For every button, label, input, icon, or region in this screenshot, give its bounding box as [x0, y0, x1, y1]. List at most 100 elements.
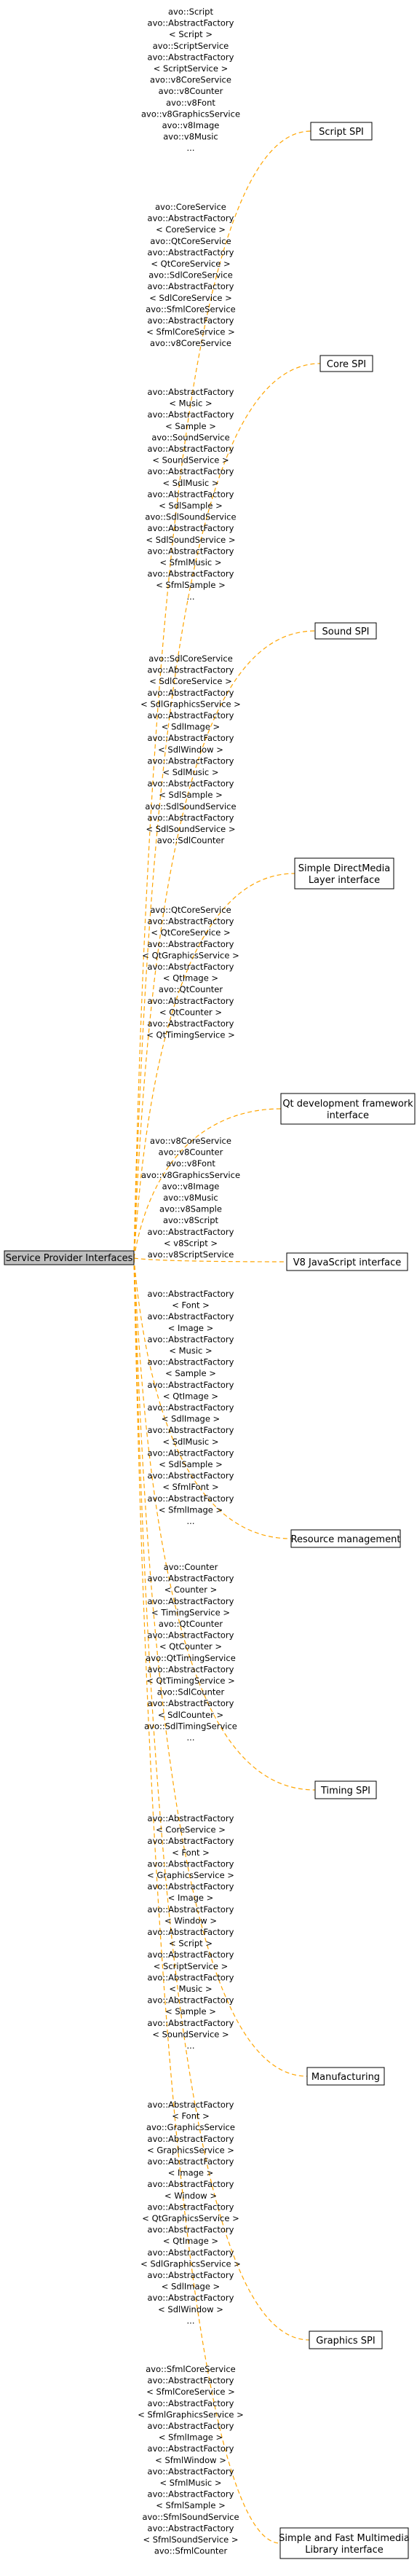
- edge-label-line: < QtCoreService >: [151, 259, 230, 269]
- edge-label-line: avo::AbstractFactory: [148, 409, 234, 420]
- edge-label-line: < SfmlSample >: [156, 580, 225, 590]
- node-label: Timing SPI: [320, 1786, 370, 1796]
- edge-label-line: < Image >: [168, 1323, 214, 1333]
- edge-label-line: < SdlImage >: [162, 1414, 220, 1424]
- edge-label-graphics-spi: avo::AbstractFactory< Font >avo::Graphic…: [140, 2100, 241, 2325]
- edge-label-line: avo::AbstractFactory: [148, 1289, 234, 1299]
- edge-label-line: < SdlCoreService >: [149, 293, 232, 303]
- node-resource-management[interactable]: Resource management: [290, 1529, 401, 1548]
- edge-label-line: avo::v8CoreService: [150, 338, 231, 348]
- edge-label-line: avo::AbstractFactory: [148, 1448, 234, 1458]
- edge-label-line: avo::AbstractFactory: [148, 2179, 234, 2189]
- edge-label-line: avo::v8Image: [162, 120, 220, 130]
- edge-label-line: avo::AbstractFactory: [148, 1574, 234, 1584]
- edge-label-line: avo::v8Music: [163, 132, 218, 142]
- edge-label-line: avo::AbstractFactory: [148, 1596, 234, 1606]
- edge-label-line: avo::AbstractFactory: [148, 281, 234, 291]
- node-label: Qt development framework: [282, 1099, 413, 1110]
- edge-label-line: avo::AbstractFactory: [148, 2421, 234, 2431]
- node-label: Simple and Fast Multimedia: [279, 2533, 410, 2544]
- edge-label-line: < QtCounter >: [159, 1007, 222, 1017]
- edge-label-line: < SdlSoundService >: [146, 824, 235, 834]
- edge-label-line: avo::SfmlSoundService: [142, 2512, 239, 2522]
- edge-label-line: avo::AbstractFactory: [148, 1904, 234, 1915]
- edge-label-line: avo::AbstractFactory: [148, 2247, 234, 2258]
- edge-label-line: < SdlCounter >: [158, 1710, 223, 1720]
- edge-label-line: avo::AbstractFactory: [148, 2134, 234, 2144]
- edge-label-line: avo::AbstractFactory: [148, 996, 234, 1006]
- edge-label-line: avo::CoreService: [155, 202, 226, 212]
- node-label: interface: [327, 1110, 369, 1121]
- edge-label-line: avo::SdlCoreService: [148, 270, 233, 280]
- edge-label-line: avo::AbstractFactory: [148, 569, 234, 579]
- edge-label-line: avo::AbstractFactory: [148, 1630, 234, 1641]
- edge-label-line: avo::SfmlCoreService: [146, 304, 236, 314]
- edge-label-line: < CoreService >: [156, 224, 226, 235]
- edge-label-line: avo::QtTimingService: [146, 1653, 236, 1663]
- edge-label-line: avo::AbstractFactory: [148, 962, 234, 972]
- edge-label-line: avo::AbstractFactory: [148, 2156, 234, 2167]
- node-core-spi[interactable]: Core SPI: [319, 355, 373, 372]
- edge-label-line: avo::QtCounter: [159, 984, 223, 994]
- edge-label-line: avo::AbstractFactory: [148, 315, 234, 326]
- edge-label-line: avo::SdlSoundService: [145, 801, 236, 812]
- edge-label-line: avo::AbstractFactory: [148, 1664, 234, 1674]
- edge-label-line: avo::AbstractFactory: [148, 546, 234, 556]
- edge-label-line: < SfmlImage >: [159, 2432, 223, 2443]
- edge-label-line: avo::AbstractFactory: [148, 52, 234, 62]
- node-label: Resource management: [291, 1534, 401, 1545]
- edge-label-line: avo::AbstractFactory: [148, 2293, 234, 2303]
- edge-label-line: ...: [187, 1516, 195, 1526]
- edge-label-line: < QtCounter >: [159, 1641, 222, 1652]
- edge-label-line: < Image >: [168, 1893, 214, 1903]
- edge-label-line: < SfmlMusic >: [159, 2478, 221, 2488]
- edge-label-line: < SdlMusic >: [162, 478, 218, 488]
- edge-label-line: < SdlMusic >: [162, 1437, 218, 1447]
- node-graphics-spi[interactable]: Graphics SPI: [309, 2330, 383, 2349]
- edge-label-line: avo::AbstractFactory: [148, 1927, 234, 1937]
- edge-label-line: avo::AbstractFactory: [148, 1698, 234, 1708]
- edge-root-to-manufacturing: [133, 1257, 308, 2077]
- edge-label-line: avo::AbstractFactory: [148, 1493, 234, 1504]
- edge-label-line: < SdlSoundService >: [146, 535, 235, 545]
- node-label: Library interface: [305, 2545, 384, 2556]
- node-sound-spi[interactable]: Sound SPI: [314, 622, 377, 640]
- node-timing-spi[interactable]: Timing SPI: [314, 1780, 377, 1799]
- edge-label-line: < Music >: [169, 1984, 212, 1994]
- edge-label-line: avo::AbstractFactory: [148, 466, 234, 476]
- root-node-label: Service Provider Interfaces: [6, 1253, 133, 1264]
- edge-label-line: < SfmlGraphicsService >: [138, 2409, 244, 2419]
- edge-label-line: ...: [187, 2315, 195, 2325]
- node-script-spi[interactable]: Script SPI: [310, 122, 373, 141]
- edge-label-line: avo::AbstractFactory: [148, 2100, 234, 2110]
- edge-label-line: avo::v8Counter: [159, 1147, 223, 1158]
- edge-label-line: < SdlCoreService >: [149, 676, 232, 686]
- edge-label-line: < Script >: [169, 1939, 213, 1949]
- edge-label-line: avo::AbstractFactory: [148, 2443, 234, 2454]
- edges-layer: [133, 130, 321, 2544]
- edge-label-resource-management: avo::AbstractFactory< Font >avo::Abstrac…: [148, 1289, 234, 1526]
- node-manufacturing[interactable]: Manufacturing: [306, 2067, 385, 2086]
- edge-label-line: avo::SdlTimingService: [144, 1721, 237, 1731]
- edge-root-to-timing-spi: [133, 1257, 316, 1791]
- node-v8-interface[interactable]: V8 JavaScript interface: [286, 1252, 408, 1271]
- edge-label-line: avo::AbstractFactory: [148, 1402, 234, 1413]
- edge-label-line: < SdlWindow >: [158, 2304, 223, 2314]
- edge-label-line: avo::QtCoreService: [150, 905, 231, 915]
- edge-root-to-qt-interface: [133, 1108, 282, 1259]
- root-node-service-provider-interfaces[interactable]: Service Provider Interfaces: [4, 1250, 135, 1265]
- node-label: V8 JavaScript interface: [293, 1257, 402, 1268]
- edge-label-v8-interface: avo::v8CoreServiceavo::v8Counteravo::v8F…: [141, 1136, 240, 1260]
- node-label: Graphics SPI: [316, 2336, 375, 2347]
- edge-label-line: avo::AbstractFactory: [148, 710, 234, 720]
- edge-label-line: < QtImage >: [163, 2236, 218, 2246]
- edge-label-line: avo::AbstractFactory: [148, 2018, 234, 2028]
- edge-label-line: avo::SfmlCounter: [154, 2546, 228, 2556]
- edge-label-line: avo::AbstractFactory: [148, 1972, 234, 1982]
- edge-label-line: avo::AbstractFactory: [148, 1813, 234, 1823]
